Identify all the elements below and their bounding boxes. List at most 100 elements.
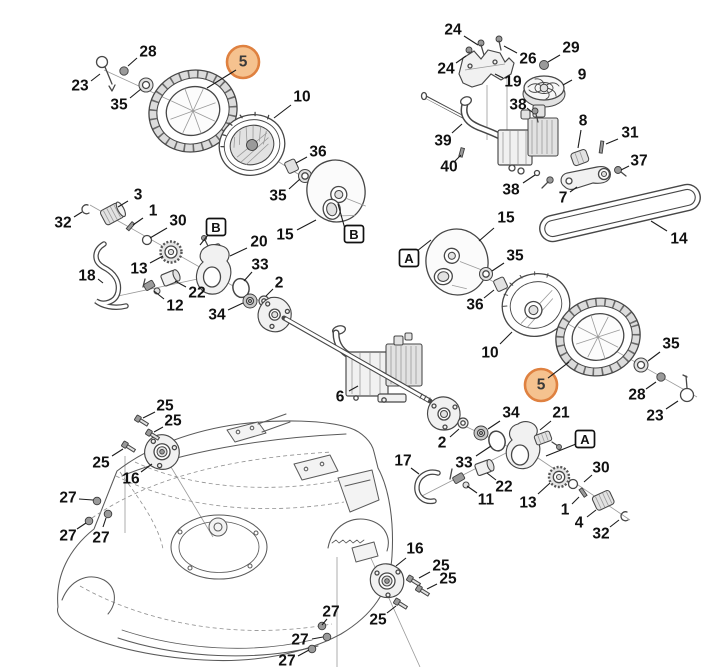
part-number-callout-38[interactable]: 38 — [509, 97, 527, 114]
part-number-callout-34[interactable]: 34 — [502, 405, 520, 422]
part-number-callout-33[interactable]: 33 — [251, 257, 269, 274]
leader-line — [455, 55, 467, 64]
part-number-callout-27[interactable]: 27 — [291, 632, 308, 649]
part-number-callout-3[interactable]: 3 — [134, 187, 143, 204]
part-number-callout-26[interactable]: 26 — [519, 51, 537, 68]
leader-line — [206, 69, 237, 89]
part-number-callout-25[interactable]: 25 — [369, 612, 387, 629]
part-number-callout-27[interactable]: 27 — [92, 530, 109, 547]
part-number-callout-28[interactable]: 28 — [139, 44, 157, 61]
part-number-callout-32[interactable]: 32 — [54, 215, 71, 232]
clip-32 — [81, 204, 90, 215]
part-number-callout-35[interactable]: 35 — [662, 336, 680, 353]
leader-line — [117, 200, 129, 208]
bearing-34 — [473, 425, 489, 441]
part-number-callout-11[interactable]: 11 — [478, 492, 495, 509]
leader-line — [73, 211, 83, 218]
part-number-callout-38[interactable]: 38 — [502, 182, 520, 199]
part-number-callout-16[interactable]: 16 — [406, 541, 424, 558]
part-number-callout-10[interactable]: 10 — [481, 345, 498, 362]
mower-deck-housing — [57, 413, 393, 662]
drive-belt-14 — [539, 183, 701, 243]
part-number-callout-28[interactable]: 28 — [628, 387, 646, 404]
wheel-hub-10 — [501, 271, 571, 337]
part-number-callout-27[interactable]: 27 — [59, 490, 76, 507]
part-number-callout-2[interactable]: 2 — [438, 435, 447, 452]
part-number-callout-30[interactable]: 30 — [169, 213, 186, 230]
part-number-callout-27[interactable]: 27 — [278, 653, 295, 667]
ring-30 — [567, 478, 579, 490]
part-number-callout-10[interactable]: 10 — [293, 89, 310, 106]
wheel-tire-5 — [148, 69, 238, 153]
part-number-callout-25[interactable]: 25 — [432, 558, 450, 575]
part-number-callout-19[interactable]: 19 — [504, 74, 522, 91]
part-number-callout-29[interactable]: 29 — [562, 40, 580, 57]
part-number-callout-35[interactable]: 35 — [269, 188, 287, 205]
part-number-callout-25[interactable]: 25 — [164, 413, 182, 430]
part-number-callout-36[interactable]: 36 — [309, 144, 327, 161]
part-number-callout-21[interactable]: 21 — [552, 405, 570, 422]
part-number-callout-22[interactable]: 22 — [188, 285, 205, 302]
part-number-callout-34[interactable]: 34 — [208, 307, 226, 324]
highlighted-part-number-callout-5[interactable]: 5 — [239, 54, 248, 71]
part-number-callout-35[interactable]: 35 — [110, 97, 128, 114]
part-number-callout-4[interactable]: 4 — [575, 515, 584, 532]
bushing-22 — [160, 269, 181, 287]
leader-line — [539, 420, 552, 431]
part-number-callout-7[interactable]: 7 — [559, 190, 568, 207]
part-number-callout-24[interactable]: 24 — [444, 22, 462, 39]
part-number-callout-30[interactable]: 30 — [592, 460, 609, 477]
part-number-callout-15[interactable]: 15 — [276, 227, 294, 244]
part-number-callout-1[interactable]: 1 — [149, 203, 158, 220]
part-number-callout-35[interactable]: 35 — [506, 248, 524, 265]
part-number-callout-13[interactable]: 13 — [519, 495, 537, 512]
part-number-callout-36[interactable]: 36 — [466, 297, 484, 314]
part-number-callout-37[interactable]: 37 — [630, 153, 647, 170]
part-number-callout-14[interactable]: 14 — [670, 231, 688, 248]
leader-line — [449, 428, 460, 438]
ref-box-letter-A: A — [404, 251, 414, 266]
part-number-callout-9[interactable]: 9 — [578, 67, 587, 84]
part-number-callout-18[interactable]: 18 — [78, 268, 96, 285]
part-number-callout-13[interactable]: 13 — [130, 261, 148, 278]
part-number-callout-40[interactable]: 40 — [440, 159, 457, 176]
leader-line — [537, 482, 551, 495]
part-number-callout-6[interactable]: 6 — [336, 389, 345, 406]
leader-line — [418, 571, 431, 579]
fitting-11 — [449, 468, 470, 489]
part-number-callout-22[interactable]: 22 — [495, 479, 512, 496]
part-number-callout-12[interactable]: 12 — [166, 298, 183, 315]
part-number-callout-25[interactable]: 25 — [439, 571, 457, 588]
part-number-callout-32[interactable]: 32 — [592, 526, 609, 543]
part-number-callout-25[interactable]: 25 — [156, 398, 174, 415]
bearing-plate-16-left — [144, 434, 180, 470]
part-number-callout-33[interactable]: 33 — [455, 455, 473, 472]
screws-25 — [121, 414, 431, 610]
part-number-callout-23[interactable]: 23 — [646, 408, 664, 425]
fitting-12 — [142, 278, 161, 295]
part-number-callout-39[interactable]: 39 — [434, 133, 452, 150]
part-number-callout-27[interactable]: 27 — [59, 528, 76, 545]
part-number-callout-1[interactable]: 1 — [561, 502, 570, 519]
part-number-callout-25[interactable]: 25 — [92, 455, 110, 472]
leader-line — [478, 227, 495, 242]
screw-26 — [495, 35, 503, 51]
pin-31 — [598, 140, 605, 154]
leader-line — [395, 557, 407, 567]
part-number-callout-27[interactable]: 27 — [322, 604, 339, 621]
part-number-callout-17[interactable]: 17 — [394, 453, 411, 470]
washer-2 — [457, 417, 469, 429]
ring-33 — [232, 277, 250, 299]
part-number-callout-16[interactable]: 16 — [122, 471, 140, 488]
part-number-callout-20[interactable]: 20 — [250, 234, 267, 251]
part-number-callout-24[interactable]: 24 — [437, 61, 455, 78]
part-number-callout-23[interactable]: 23 — [71, 78, 89, 95]
part-number-callout-2[interactable]: 2 — [275, 275, 284, 292]
handle-bracket-plate — [226, 421, 267, 443]
part-number-callout-31[interactable]: 31 — [621, 125, 639, 142]
leader-line — [288, 178, 301, 190]
part-number-callout-15[interactable]: 15 — [497, 210, 515, 227]
highlighted-part-number-callout-5[interactable]: 5 — [537, 377, 546, 394]
leader-line — [475, 445, 492, 457]
part-number-callout-8[interactable]: 8 — [579, 113, 588, 130]
